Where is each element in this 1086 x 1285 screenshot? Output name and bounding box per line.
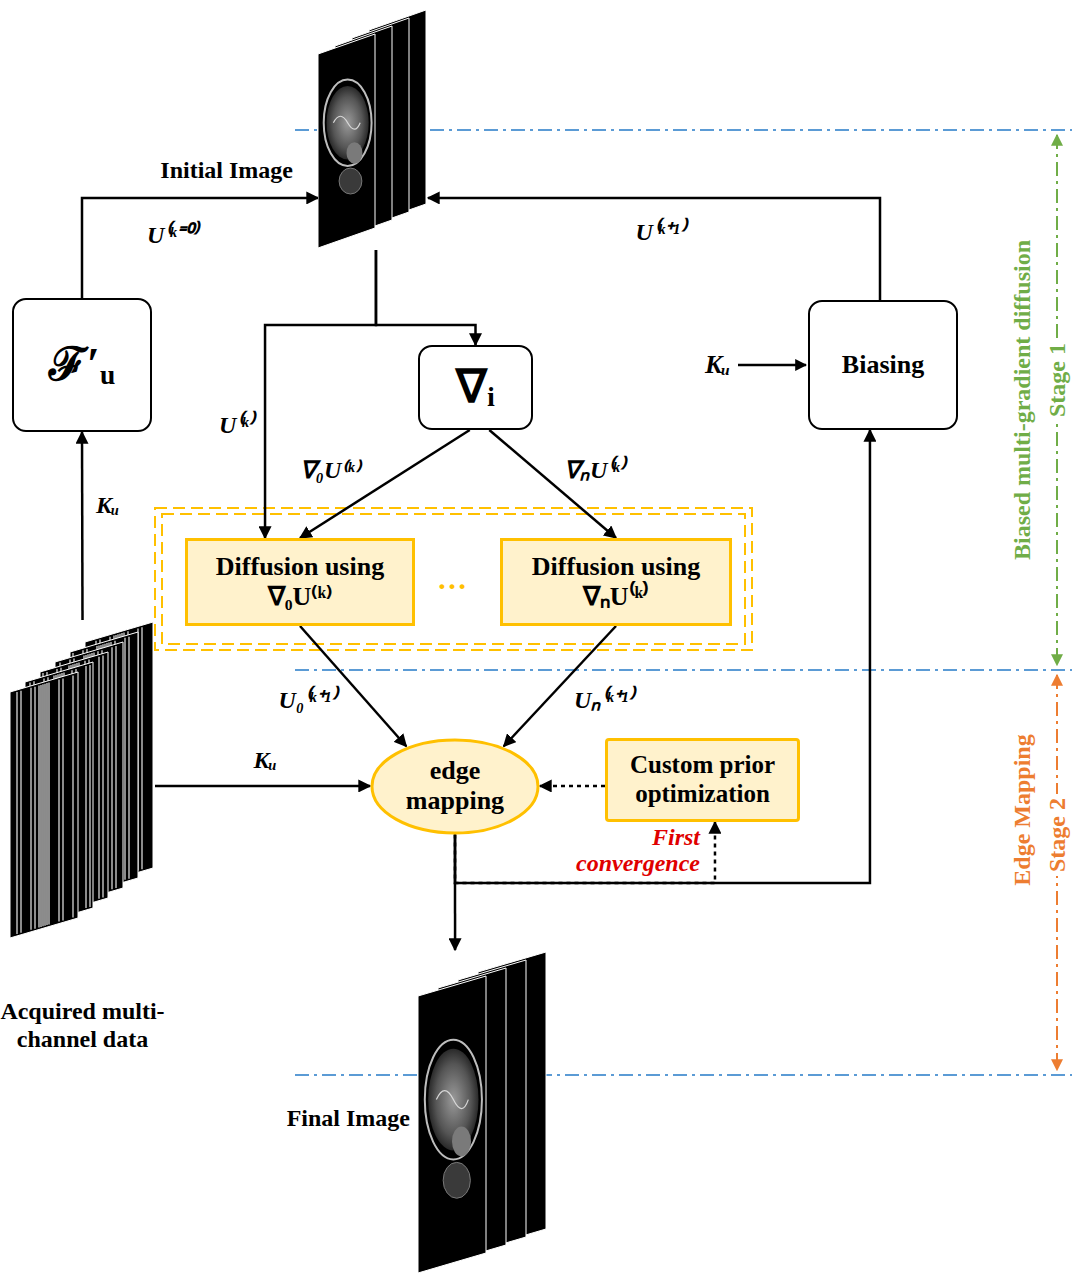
image-caption: Initial Image [160,157,293,185]
kspace-sheet [25,662,93,928]
data-caption: Acquired multi-channel data [0,998,165,1053]
signal-label: U⁽ᵏ⁺¹⁾ [633,219,686,245]
process-label: edge mapping [400,756,510,816]
kspace-line [85,666,86,908]
signal-label: Kᵤ [705,351,730,380]
connector-arrow [265,250,376,538]
prior-box: Custom prior optimization [605,738,800,822]
process-box: Biasing [808,300,958,430]
kspace-line [34,687,35,929]
neck-tissue [339,168,362,194]
signal-label: Kᵤ [94,492,121,518]
group-frame [155,508,752,650]
gradient-box: ∇ᵢ [418,345,533,430]
kspace-line [141,627,142,869]
operator-symbol: ℱ′ᵤ [49,339,115,392]
kspace-line [128,637,129,879]
skull-outline [425,1040,482,1160]
signal-label: Kᵤ [251,747,278,773]
brain-fold [333,116,360,129]
neck-tissue [443,1162,470,1198]
group-frame [162,514,745,644]
image-sheet [418,976,486,1273]
signal-label: U⁽ᵏ⁼⁰⁾ [145,222,199,248]
signal-label: U₀⁽ᵏ⁺¹⁾ [276,687,338,713]
process-label: Diffusion using ∇₀U⁽ᵏ⁾ [198,552,403,612]
connector-arrow [489,430,616,538]
diffusion-box: Diffusion using ∇₀U⁽ᵏ⁾ [185,538,415,626]
image-caption: Final Image [287,1105,410,1133]
stage-divider [295,669,1072,671]
connector-arrow [376,250,476,345]
signal-label: Uₙ⁽ᵏ⁺¹⁾ [572,687,635,713]
kspace-line [111,647,112,889]
skull-outline [324,80,372,166]
ellipse-shape [372,740,538,833]
kspace-line [40,685,41,927]
stage-number: Stage 2 [1044,794,1070,876]
kspace-line [48,683,49,925]
edge-mapping-ellipse: edge mapping [370,738,540,835]
stage-title: Edge Mapping [1009,734,1035,885]
kspace-line [30,688,31,930]
kspace-line [58,680,59,922]
operator-box: ℱ′ᵤ [12,298,152,432]
connector-arrow [454,835,457,951]
image-stack: Initial Image [318,8,428,250]
connector-arrow [155,785,370,788]
operator-symbol: ∇ᵢ [456,361,495,414]
kspace-line [102,655,103,897]
stage-title: Biased multi-gradient diffusion [1009,240,1035,560]
cerebellum [347,142,363,164]
process-label: Diffusion using ∇ₙU⁽ᵏ⁾ [514,552,719,612]
connector-arrow [455,822,715,883]
kspace-line [98,657,99,899]
kspace-line [89,665,90,907]
connector-arrow [81,432,84,620]
mri-illustration [418,950,548,1275]
connector-arrow [82,198,318,298]
process-label: Biasing [842,350,924,380]
mri-illustration [318,8,428,250]
image-stack: Final Image [418,950,548,1275]
connector-arrow [300,430,470,538]
signal-label: U⁽ᵏ⁾ [217,412,255,438]
kspace-line [20,691,21,933]
kspace-line [16,692,17,934]
kspace-line [62,678,63,920]
diffusion-box: Diffusion using ∇ₙU⁽ᵏ⁾ [500,538,732,626]
image-sheet [318,34,375,248]
kspace-line [38,685,39,927]
data-stack: Acquired multi-channel data [10,620,155,940]
kspace-line [44,684,45,926]
cerebellum [452,1126,471,1156]
signal-label: ∇ₙU⁽ᵏ⁾ [562,457,626,483]
kspace-sheet [10,672,78,938]
signal-label: ∇₀U⁽ᵏ⁾ [298,457,362,483]
kspace-line [42,684,43,926]
connector-arrow [428,198,880,300]
kspace-line [115,646,116,888]
kspace-line [72,675,73,917]
stage-divider [295,1074,1072,1076]
annotation-label: First convergence [568,824,702,877]
ellipsis-mark: … [437,562,467,595]
connector-arrow [540,785,605,788]
process-label: Custom prior optimization [618,751,788,809]
kspace-line [124,638,125,880]
kspace-line [46,683,47,925]
input-arrow [738,364,806,367]
stage-number: Stage 1 [1044,339,1070,421]
kspace-illustration [10,620,155,940]
brain-fold [436,1091,468,1109]
